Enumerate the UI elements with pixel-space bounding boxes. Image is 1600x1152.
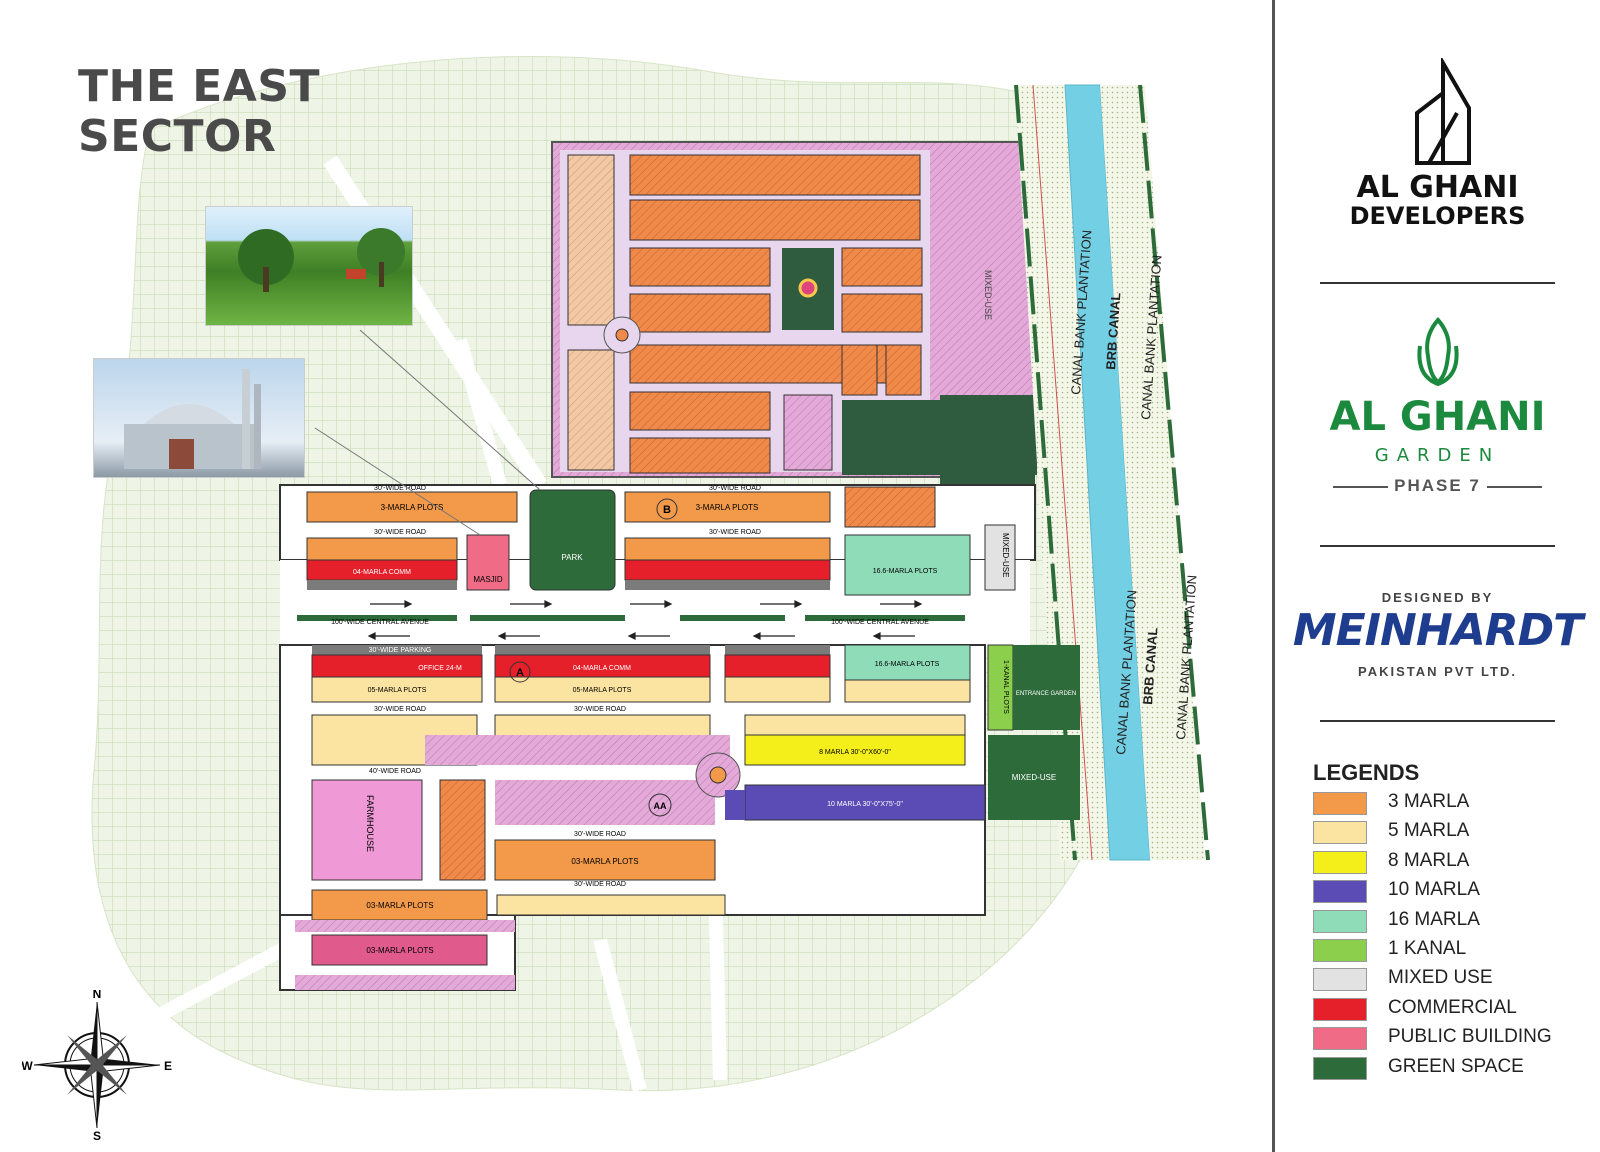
road-label-3: 30'-WIDE ROAD bbox=[374, 529, 426, 536]
legend-swatch bbox=[1313, 909, 1367, 933]
plots-label-3: 03-MARLA PLOTS bbox=[571, 857, 638, 866]
plots-label-1: 3-MARLA PLOTS bbox=[381, 503, 444, 512]
farmhouse-label: FARMHOUSE bbox=[365, 795, 375, 852]
designer-subtitle: PAKISTAN PVT LTD. bbox=[1358, 664, 1517, 679]
avenue-label-1: 100'-WIDE CENTRAL AVENUE bbox=[331, 619, 429, 626]
road-label-6: 30'-WIDE ROAD bbox=[574, 706, 626, 713]
sidebar-separator-3 bbox=[1320, 720, 1555, 722]
one-kanal-label: 1-KANAL PLOTS bbox=[1002, 660, 1009, 714]
avenue-label-2: 100'-WIDE CENTRAL AVENUE bbox=[831, 619, 929, 626]
compass-e: E bbox=[164, 1059, 172, 1073]
mixed-use-label-2: MIXED-USE bbox=[1001, 533, 1010, 577]
plots-label-5: 03-MARLA PLOTS bbox=[366, 946, 433, 955]
title-line-1: THE EAST bbox=[78, 61, 321, 112]
block-b-label: B bbox=[663, 504, 671, 516]
sixteen-marla-label-2: 16.6-MARLA PLOTS bbox=[875, 661, 940, 668]
page-title: THE EAST SECTOR bbox=[78, 62, 320, 162]
project-name-line-2: GARDEN bbox=[1374, 445, 1501, 466]
project-name-line-1: AL GHANI bbox=[1329, 394, 1546, 440]
compass-n: N bbox=[93, 990, 102, 1001]
legend-title: LEGENDS bbox=[1313, 760, 1420, 785]
mosque-photo bbox=[93, 358, 305, 478]
legend-label: PUBLIC BUILDING bbox=[1388, 1026, 1552, 1048]
office-label: OFFICE 24-M bbox=[418, 665, 462, 672]
comm-label-2: 04-MARLA COMM bbox=[573, 665, 631, 672]
developer-name-line-1: AL GHANI bbox=[1356, 170, 1519, 205]
sidebar: AL GHANI DEVELOPERS AL GHANI GARDEN PHAS… bbox=[1275, 0, 1600, 1152]
entrance-garden-label: ENTRANCE GARDEN bbox=[1016, 691, 1076, 697]
compass-icon: N S E W bbox=[21, 987, 172, 1143]
brb-canal-label-1: BRB CANAL bbox=[1103, 292, 1123, 370]
road-label-8: 30'-WIDE ROAD bbox=[574, 881, 626, 888]
parking-label-1: 30'-WIDE PARKING bbox=[369, 647, 432, 654]
site-plan-map: MIXED-USE CANAL BANK PLANTATION BRB CANA… bbox=[21, 56, 1210, 1143]
block-aa-label: AA bbox=[654, 801, 667, 811]
plots-label-4: 03-MARLA PLOTS bbox=[366, 901, 433, 910]
legend-label: COMMERCIAL bbox=[1388, 996, 1517, 1018]
mosque-photo-art bbox=[124, 369, 261, 469]
road-label-2: 30'-WIDE ROAD bbox=[709, 485, 761, 492]
legend-label: 3 MARLA bbox=[1388, 791, 1470, 812]
legend-swatch bbox=[1313, 1056, 1367, 1080]
road-40-label: 40'-WIDE ROAD bbox=[369, 768, 421, 775]
phase-label: PHASE 7 bbox=[1275, 476, 1600, 496]
designed-by-label: DESIGNED BY bbox=[1381, 590, 1494, 605]
legend-label: MIXED USE bbox=[1388, 967, 1493, 989]
park-photo bbox=[205, 206, 413, 326]
compass-rose: N S E W bbox=[21, 987, 172, 1143]
road-label-7: 30'-WIDE ROAD bbox=[574, 831, 626, 838]
compass-s: S bbox=[93, 1129, 101, 1140]
legend-swatch bbox=[1313, 997, 1367, 1021]
block-a-label: A bbox=[516, 667, 524, 679]
park-label: PARK bbox=[561, 553, 583, 562]
comm-label-1: 04-MARLA COMM bbox=[353, 569, 411, 576]
title-line-2: SECTOR bbox=[78, 111, 277, 162]
park-photo-art bbox=[238, 228, 405, 292]
designer-logo: MEINHARDT bbox=[1292, 605, 1583, 656]
sixteen-marla-label-1: 16.6-MARLA PLOTS bbox=[873, 568, 938, 575]
legend-label: 16 MARLA bbox=[1388, 908, 1480, 930]
compass-w: W bbox=[22, 1059, 33, 1073]
sidebar-separator-2 bbox=[1320, 545, 1555, 547]
road-label-5: 30'-WIDE ROAD bbox=[374, 706, 426, 713]
ten-marla-label: 10 MARLA 30'-0"X75'-0" bbox=[827, 801, 903, 808]
legend-label: 8 MARLA bbox=[1388, 849, 1470, 871]
legend-swatch bbox=[1313, 850, 1367, 874]
five-marla-label-2: 05-MARLA PLOTS bbox=[573, 687, 632, 694]
masjid-label: MASJID bbox=[473, 575, 503, 584]
legend-swatch bbox=[1313, 1027, 1367, 1051]
legend-swatch bbox=[1313, 792, 1367, 815]
five-marla-label-1: 05-MARLA PLOTS bbox=[368, 687, 427, 694]
legend-swatch bbox=[1313, 821, 1367, 845]
legend-swatch bbox=[1313, 968, 1367, 992]
plots-label-2: 3-MARLA PLOTS bbox=[696, 503, 759, 512]
mixed-use-label-north: MIXED-USE bbox=[983, 270, 993, 320]
legend-label: GREEN SPACE bbox=[1388, 1055, 1524, 1077]
eight-marla-label: 8 MARLA 30'-0"X60'-0" bbox=[819, 749, 891, 756]
developer-logo-icon bbox=[1415, 58, 1471, 165]
phase-rule-left bbox=[1333, 485, 1389, 488]
brb-canal-label-2: BRB CANAL bbox=[1140, 627, 1160, 705]
developer-name-line-2: DEVELOPERS bbox=[1349, 202, 1526, 230]
legend-label: 1 KANAL bbox=[1388, 937, 1467, 959]
mixed-use-label-3: MIXED-USE bbox=[1012, 773, 1056, 782]
phase-rule-right bbox=[1486, 485, 1542, 488]
road-label-4: 30'-WIDE ROAD bbox=[709, 529, 761, 536]
sidebar-divider bbox=[1272, 0, 1275, 1152]
garden-logo-icon bbox=[1417, 316, 1459, 387]
legend-label: 10 MARLA bbox=[1388, 879, 1480, 901]
legend-swatch bbox=[1313, 938, 1367, 962]
map-drawing: MIXED-USE CANAL BANK PLANTATION BRB CANA… bbox=[91, 56, 1210, 1092]
phase-text: PHASE 7 bbox=[1394, 476, 1481, 495]
sidebar-separator-1 bbox=[1320, 282, 1555, 284]
legend-label: 5 MARLA bbox=[1388, 820, 1470, 842]
road-label-1: 30'-WIDE ROAD bbox=[374, 485, 426, 492]
legend-swatch bbox=[1313, 880, 1367, 904]
